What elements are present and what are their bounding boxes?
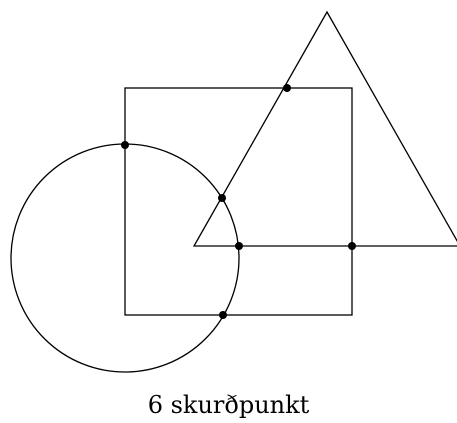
square	[124, 87, 353, 316]
intersection-point	[283, 84, 291, 92]
intersection-point	[219, 311, 227, 319]
caption: 6 skurðpunkt	[147, 391, 310, 419]
intersection-point	[121, 141, 129, 149]
intersection-point	[218, 194, 226, 202]
triangle	[192, 10, 457, 247]
intersection-point	[235, 242, 243, 250]
intersection-point	[348, 242, 356, 250]
